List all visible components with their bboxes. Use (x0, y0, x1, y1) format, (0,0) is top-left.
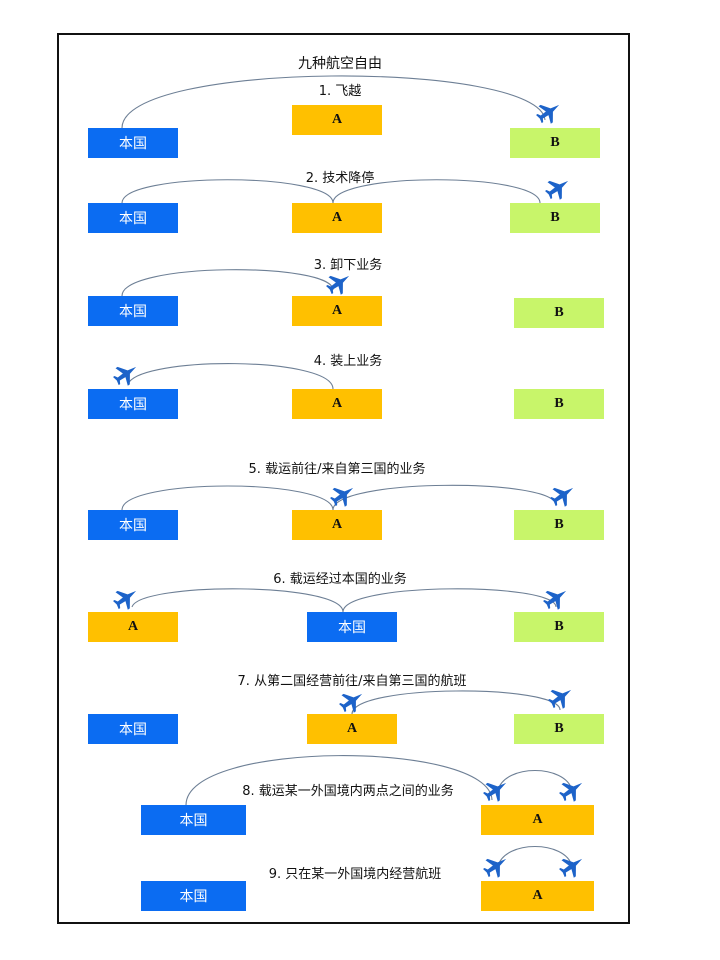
row-label: 1. 飞越 (318, 84, 362, 99)
airplane-icon (324, 476, 362, 514)
airplane-path (559, 782, 583, 802)
arc-8 (185, 755, 493, 806)
airplane-shape (548, 689, 572, 709)
airplane-shape (550, 487, 574, 507)
arc-7 (351, 690, 561, 715)
box-country-b: B (514, 612, 604, 642)
box-home: 本国 (88, 714, 178, 744)
airplane-path (113, 366, 137, 386)
airplane-shape (339, 693, 363, 713)
airplane-icon (542, 678, 580, 716)
box-country-b: B (514, 510, 604, 540)
row-label: 7. 从第二国经营前往/来自第三国的航班 (237, 674, 467, 689)
arc-2a (121, 179, 334, 204)
diagram-frame (57, 33, 630, 924)
arc-6b (342, 588, 557, 613)
airplane-shape (483, 858, 507, 878)
airplane-path (330, 487, 354, 507)
airplane-path (483, 782, 507, 802)
airplane-path (548, 689, 572, 709)
arc-9 (497, 846, 573, 867)
box-home: 本国 (88, 510, 178, 540)
box-home: 本国 (88, 389, 178, 419)
airplane-shape (326, 275, 350, 295)
airplane-icon (107, 579, 145, 617)
box-country-a: A (292, 203, 382, 233)
diagram-title: 九种航空自由 (298, 56, 382, 72)
airplane-path (339, 693, 363, 713)
airplane-icon (107, 355, 145, 393)
airplane-path (550, 487, 574, 507)
airplane-icon (544, 476, 582, 514)
airplane-path (559, 858, 583, 878)
airplane-icon (477, 847, 515, 885)
airplane-path (545, 180, 569, 200)
box-country-a: A (88, 612, 178, 642)
row-label: 8. 载运某一外国境内两点之间的业务 (242, 784, 454, 799)
box-home: 本国 (141, 805, 246, 835)
airplane-shape (545, 180, 569, 200)
arc-2b (332, 179, 541, 204)
arc-5a (121, 485, 334, 511)
airplane-shape (559, 782, 583, 802)
arc-6a (131, 588, 344, 613)
row-label: 3. 卸下业务 (313, 258, 383, 273)
airplane-icon (320, 264, 358, 302)
airplane-icon (539, 169, 577, 207)
airplane-shape (113, 590, 137, 610)
arc-5b (332, 484, 557, 511)
airplane-shape (536, 104, 560, 124)
box-country-b: B (510, 128, 600, 158)
box-home: 本国 (88, 128, 178, 158)
box-country-b: B (510, 203, 600, 233)
airplane-icon (333, 682, 371, 720)
box-country-b: B (514, 714, 604, 744)
airplane-icon (530, 93, 568, 131)
arc-3 (121, 269, 334, 297)
airplane-shape (559, 858, 583, 878)
airplane-shape (330, 487, 354, 507)
airplane-shape (113, 366, 137, 386)
row-label: 4. 装上业务 (313, 354, 383, 369)
box-home: 本国 (141, 881, 246, 911)
arc-1 (121, 75, 546, 129)
airplane-path (326, 275, 350, 295)
airplane-shape (483, 782, 507, 802)
airplane-shape (543, 590, 567, 610)
row-label: 6. 载运经过本国的业务 (273, 572, 407, 587)
box-country-b: B (514, 389, 604, 419)
box-country-a: A (292, 296, 382, 326)
airplane-icon (553, 771, 591, 809)
row-label: 9. 只在某一外国境内经营航班 (268, 867, 442, 882)
box-country-b: B (514, 298, 604, 328)
box-country-a: A (292, 510, 382, 540)
airplane-icon (477, 771, 515, 809)
box-country-a: A (481, 881, 594, 911)
box-home: 本国 (88, 203, 178, 233)
airplane-icon (537, 579, 575, 617)
airplane-path (536, 104, 560, 124)
airplane-path (483, 858, 507, 878)
box-home: 本国 (307, 612, 397, 642)
box-home: 本国 (88, 296, 178, 326)
arc-4 (127, 363, 334, 390)
box-country-a: A (307, 714, 397, 744)
airplane-path (543, 590, 567, 610)
row-label: 5. 载运前往/来自第三国的业务 (248, 462, 426, 477)
airplane-icon (553, 847, 591, 885)
box-country-a: A (481, 805, 594, 835)
box-country-a: A (292, 105, 382, 135)
row-label: 2. 技术降停 (305, 171, 375, 186)
arc-8b (497, 770, 573, 791)
airplane-path (113, 590, 137, 610)
box-country-a: A (292, 389, 382, 419)
